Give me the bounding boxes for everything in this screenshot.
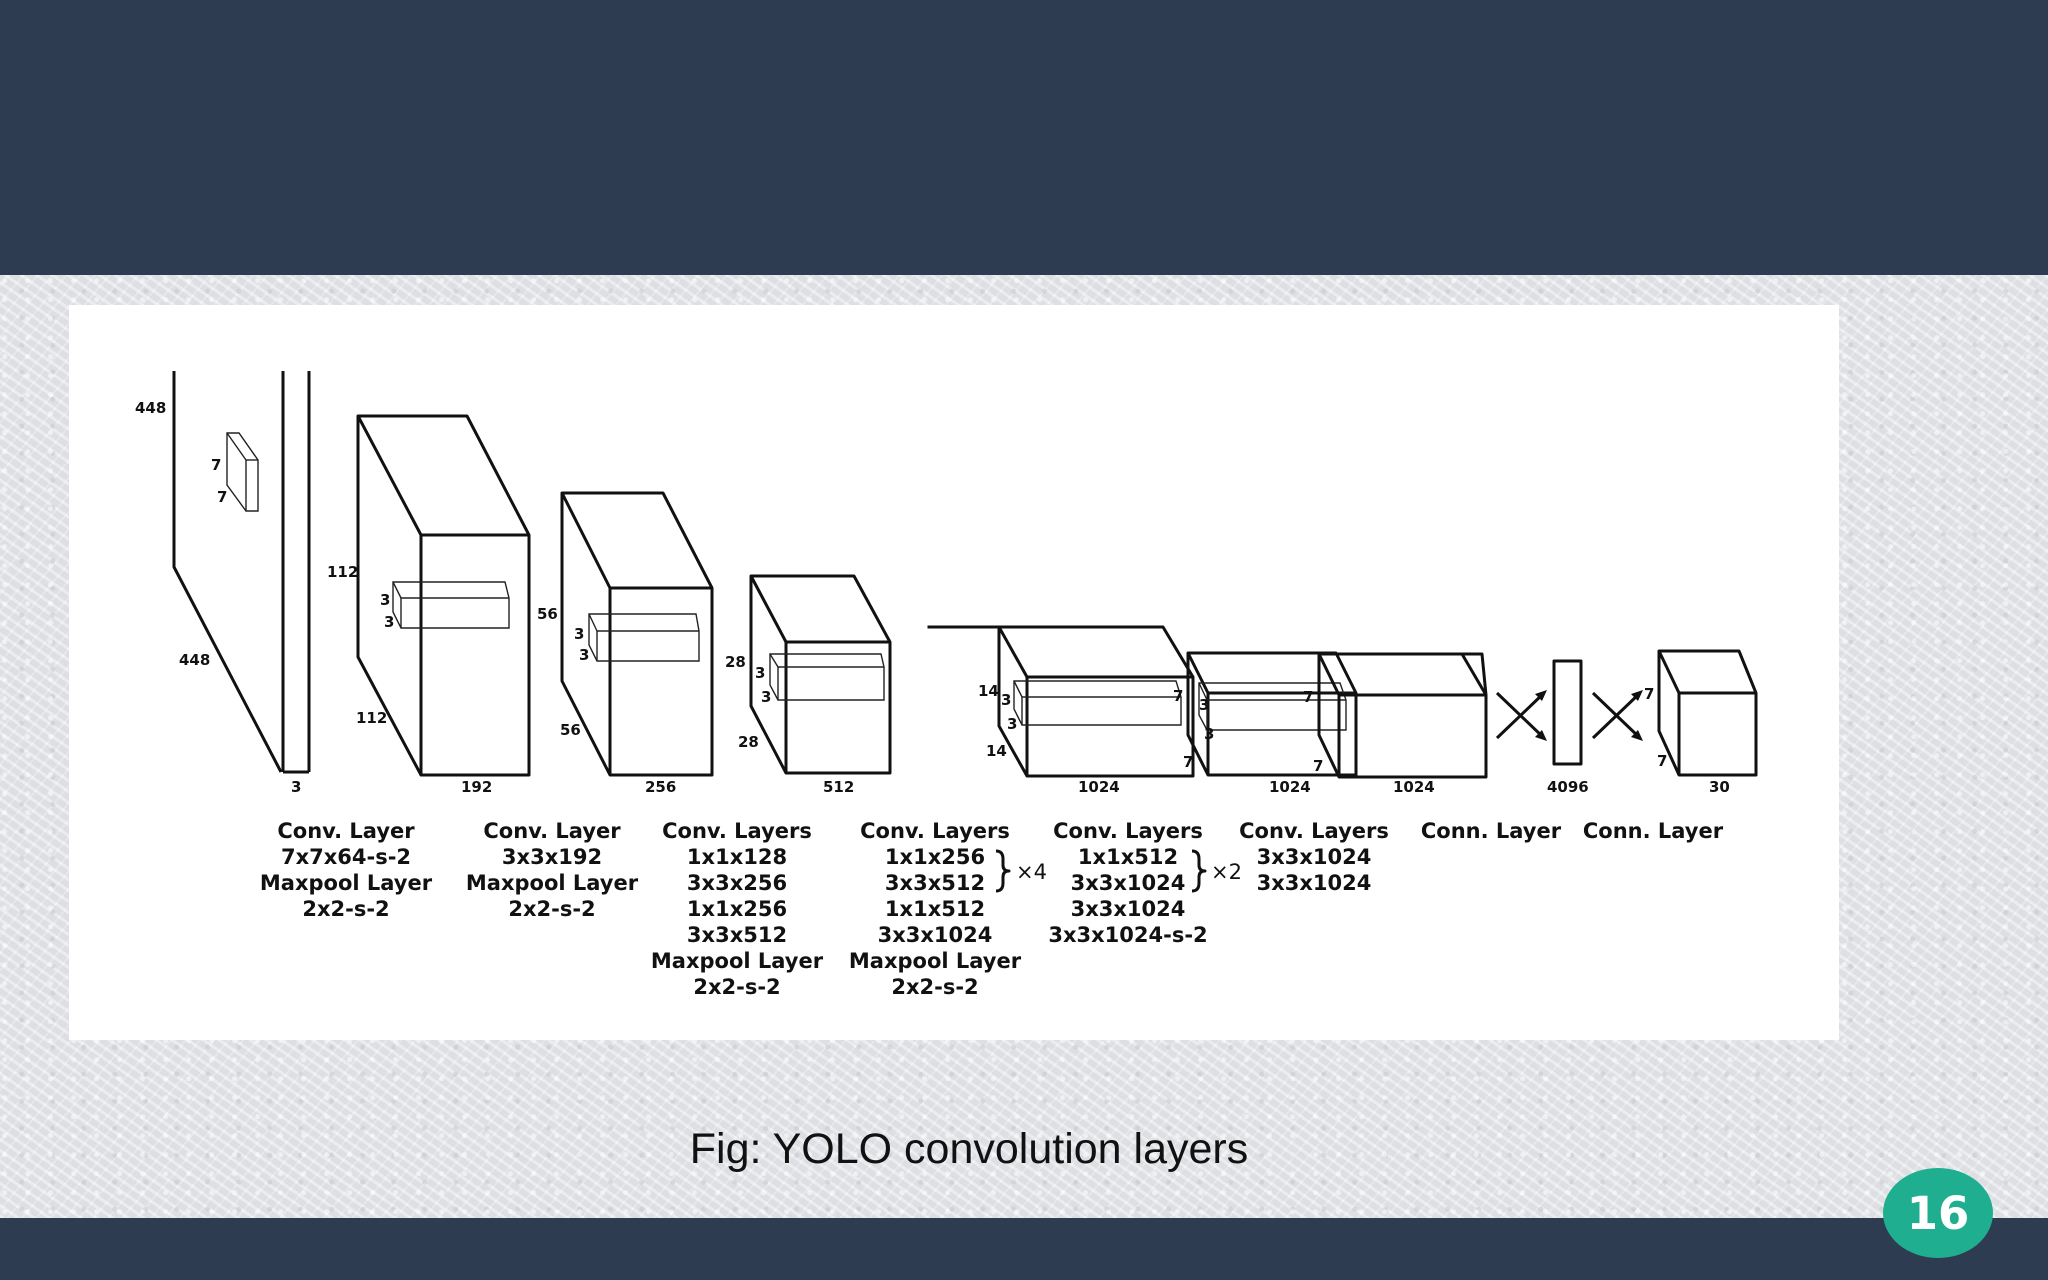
layer-label-2: Conv. Layer 3x3x192 Maxpool Layer 2x2-s-… [466, 819, 639, 921]
layer-label-7: Conn. Layer [1421, 819, 1562, 843]
layer-3-line-3: 3x3x256 [687, 871, 787, 895]
layer-4-line-2: 1x1x256 [885, 845, 985, 869]
dim-block3-height: 56 [537, 605, 558, 623]
layer-label-8: Conn. Layer [1583, 819, 1724, 843]
dim-input-channels: 3 [291, 778, 301, 796]
layer-4-line-6: Maxpool Layer [849, 949, 1022, 973]
layer-3-line-7: 2x2-s-2 [693, 975, 780, 999]
figure-caption: Fig: YOLO convolution layers [689, 1125, 1249, 1173]
layer-1-line-3: Maxpool Layer [260, 871, 433, 895]
dim-block7-width: 7 [1313, 757, 1323, 775]
block-7 [1317, 652, 1488, 779]
layer-5-line-1: Conv. Layers [1053, 819, 1203, 843]
layer-8-line-1: Conn. Layer [1583, 819, 1724, 843]
header-bar [0, 0, 2048, 275]
layer-6-line-3: 3x3x1024 [1257, 871, 1372, 895]
dim-kernel-5b: 3 [1007, 715, 1017, 733]
layer-label-6: Conv. Layers 3x3x1024 3x3x1024 [1239, 819, 1389, 895]
dim-block4-channels: 512 [823, 778, 854, 796]
dim-block5-width: 14 [986, 742, 1007, 760]
layer-3-line-5: 3x3x512 [687, 923, 787, 947]
dim-block6-channels: 1024 [1269, 778, 1311, 796]
layer-1-line-2: 7x7x64-s-2 [281, 845, 411, 869]
dim-output-height: 7 [1644, 685, 1654, 703]
layer-3-line-1: Conv. Layers [662, 819, 812, 843]
layer-3-line-2: 1x1x128 [687, 845, 787, 869]
dim-fc-channels: 4096 [1547, 778, 1589, 796]
block-3 [560, 491, 714, 777]
dim-block7-height: 7 [1303, 688, 1313, 706]
dim-input-height: 448 [135, 399, 166, 417]
dim-block7-channels: 1024 [1393, 778, 1435, 796]
layer-4-brace [995, 849, 1011, 893]
layer-6-line-2: 3x3x1024 [1257, 845, 1372, 869]
dim-block4-width: 28 [738, 733, 759, 751]
layer-7-line-1: Conn. Layer [1421, 819, 1562, 843]
layer-5-line-5: 3x3x1024-s-2 [1048, 923, 1207, 947]
layer-2-line-1: Conv. Layer [483, 819, 621, 843]
layer-5-line-2: 1x1x512 [1078, 845, 1178, 869]
layer-4-multiplier: ×4 [1016, 860, 1047, 884]
layer-label-1: Conv. Layer 7x7x64-s-2 Maxpool Layer 2x2… [260, 819, 433, 921]
block-4 [749, 574, 892, 775]
layer-6-line-1: Conv. Layers [1239, 819, 1389, 843]
dim-block2-channels: 192 [461, 778, 492, 796]
layer-3-line-6: Maxpool Layer [651, 949, 824, 973]
layer-5-line-4: 3x3x1024 [1071, 897, 1186, 921]
layer-2-line-3: Maxpool Layer [466, 871, 639, 895]
layer-5-brace [1191, 849, 1207, 893]
page-number-badge: 16 [1883, 1168, 1993, 1258]
input-block [172, 371, 311, 774]
dim-kernel-6b: 3 [1204, 725, 1214, 743]
fc-arrows-2 [1591, 690, 1643, 741]
dim-kernel-5a: 3 [1001, 691, 1011, 709]
dim-kernel-4b: 3 [761, 688, 771, 706]
footer-bar [0, 1218, 2048, 1280]
output-block [1657, 649, 1758, 777]
layer-5-multiplier: ×2 [1211, 860, 1242, 884]
dim-kernel-4a: 3 [755, 664, 765, 682]
dim-kernel-2b: 3 [384, 613, 394, 631]
dim-block5-channels: 1024 [1078, 778, 1120, 796]
layer-5-line-3: 3x3x1024 [1071, 871, 1186, 895]
dim-block3-channels: 256 [645, 778, 676, 796]
layer-3-line-4: 1x1x256 [687, 897, 787, 921]
dim-block6-width: 7 [1183, 753, 1193, 771]
dim-block4-height: 28 [725, 653, 746, 671]
layer-1-line-1: Conv. Layer [277, 819, 415, 843]
dim-block3-width: 56 [560, 721, 581, 739]
dim-block2-width: 112 [356, 709, 387, 727]
dim-block6-height: 7 [1173, 687, 1183, 705]
fc-arrows-1 [1495, 690, 1547, 741]
fc-4096-block [1552, 659, 1583, 766]
dim-output-channels: 30 [1709, 778, 1730, 796]
layer-4-line-4: 1x1x512 [885, 897, 985, 921]
dim-block5-height: 14 [978, 682, 999, 700]
layer-1-line-4: 2x2-s-2 [302, 897, 389, 921]
dim-kernel-1a: 7 [211, 456, 221, 474]
dim-kernel-2a: 3 [380, 591, 390, 609]
layer-2-line-4: 2x2-s-2 [508, 897, 595, 921]
dim-kernel-6a: 3 [1199, 696, 1209, 714]
architecture-diagram: 448 448 3 7 7 112 112 192 3 3 [135, 371, 1758, 999]
layer-label-4: Conv. Layers 1x1x256 3x3x512 1x1x512 3x3… [849, 819, 1047, 999]
dim-kernel-3b: 3 [579, 646, 589, 664]
layer-label-3: Conv. Layers 1x1x128 3x3x256 1x1x256 3x3… [651, 819, 824, 999]
block-5-cuboid-main [997, 625, 1195, 778]
dim-input-width: 448 [179, 651, 210, 669]
block-2 [356, 414, 531, 777]
yolo-architecture-figure: 448 448 3 7 7 112 112 192 3 3 [69, 305, 1839, 1040]
layer-label-5: Conv. Layers 1x1x512 3x3x1024 3x3x1024 3… [1048, 819, 1242, 947]
dim-kernel-1b: 7 [217, 488, 227, 506]
layer-2-line-2: 3x3x192 [502, 845, 602, 869]
layer-4-line-1: Conv. Layers [860, 819, 1010, 843]
layer-4-line-7: 2x2-s-2 [891, 975, 978, 999]
dim-block2-height: 112 [327, 563, 358, 581]
layer-4-line-5: 3x3x1024 [878, 923, 993, 947]
dim-kernel-3a: 3 [574, 625, 584, 643]
layer-4-line-3: 3x3x512 [885, 871, 985, 895]
dim-output-width: 7 [1657, 752, 1667, 770]
